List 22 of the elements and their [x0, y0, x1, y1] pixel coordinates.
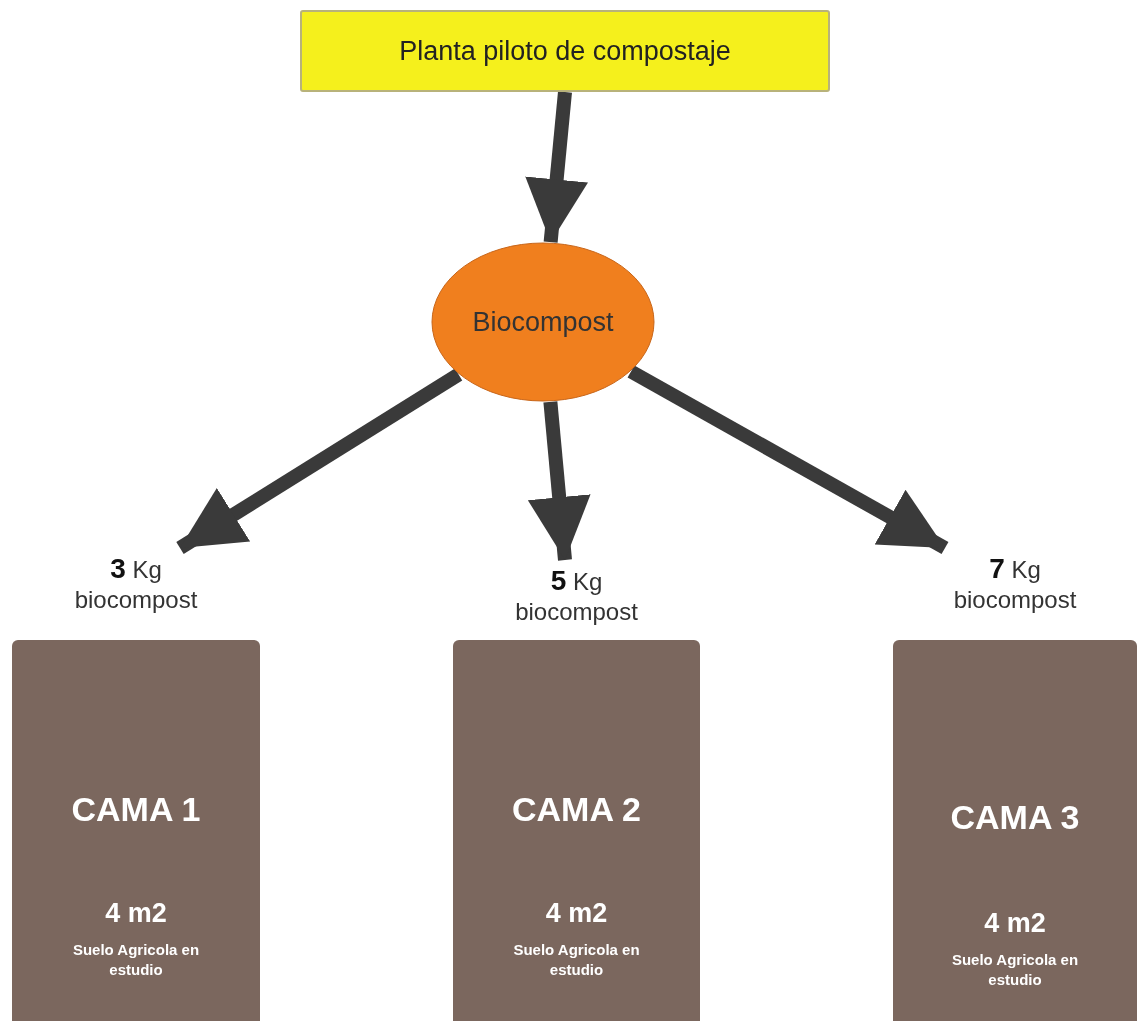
- arrow: [525, 91, 588, 243]
- title-box: [300, 10, 830, 92]
- bed-area: 4 m2: [12, 898, 260, 929]
- bed-area: 4 m2: [453, 898, 700, 929]
- arrow: [527, 401, 591, 561]
- bed-box: [12, 640, 260, 1021]
- soil-note: Suelo Agricola en estudio: [512, 940, 641, 981]
- amount-label: 7 Kg biocompost: [952, 552, 1078, 615]
- bed-area: 4 m2: [893, 908, 1137, 939]
- soil-note: Suelo Agricola en estudio: [950, 950, 1080, 991]
- box-label: Planta piloto de compostaje: [399, 35, 731, 67]
- amount-label: 3 Kg biocompost: [73, 552, 199, 615]
- amount-label: 5 Kg biocompost: [514, 564, 639, 627]
- arrow: [627, 365, 949, 555]
- ellipse-label: Biocompost: [472, 306, 614, 338]
- bed-title: CAMA 2: [510, 790, 643, 829]
- bed-box: [893, 640, 1137, 1021]
- bed-box: [453, 640, 700, 1021]
- arrow: [176, 368, 463, 554]
- bed-title: CAMA 1: [70, 790, 202, 829]
- soil-note: Suelo Agricola en estudio: [71, 940, 201, 981]
- bed-title: CAMA 3: [949, 798, 1081, 837]
